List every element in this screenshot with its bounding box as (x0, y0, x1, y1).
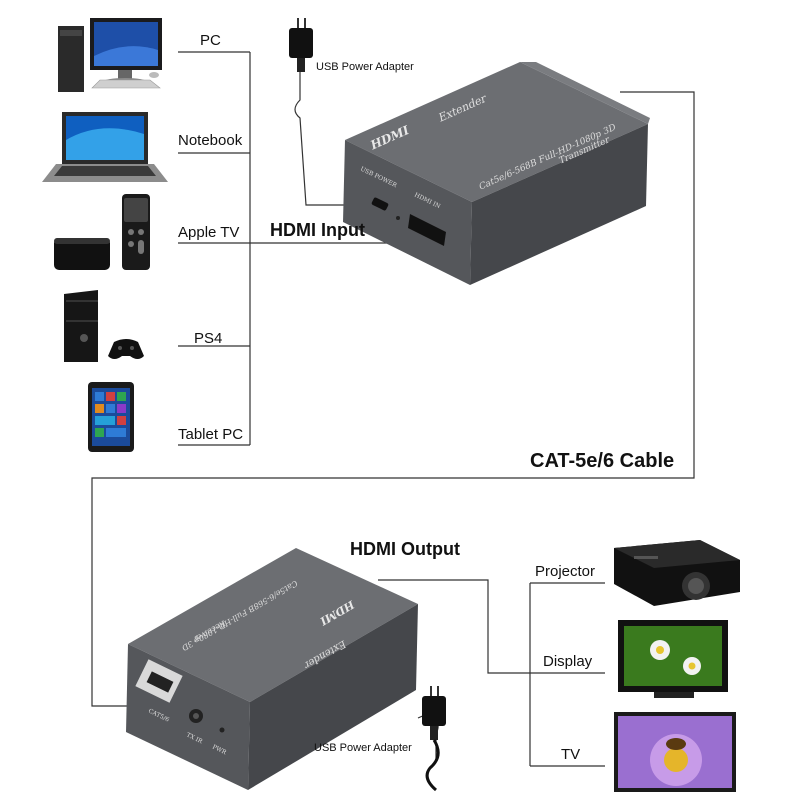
apple-tv-icon (54, 194, 150, 270)
usb-power-adapter-top-icon (289, 18, 313, 72)
source-label-ps4: PS4 (194, 330, 223, 347)
tablet-icon (88, 382, 134, 452)
cable-label: CAT-5e/6 Cable (530, 450, 675, 472)
usb-adapter-bottom-label: USB Power Adapter (314, 742, 412, 754)
usb-power-port-icon (371, 197, 389, 211)
ps4-icon (64, 290, 144, 362)
notebook-icon (42, 112, 168, 182)
source-label-notebook: Notebook (178, 132, 243, 149)
source-label-pc: PC (200, 32, 221, 49)
display-icon (618, 620, 728, 698)
output-label-tv: TV (561, 746, 581, 763)
usb-power-adapter-bottom-icon (422, 686, 446, 792)
source-label-tablet-pc: Tablet PC (178, 426, 244, 443)
pc-icon (58, 18, 162, 92)
projector-icon (614, 540, 740, 606)
usb-adapter-top-label: USB Power Adapter (316, 61, 414, 73)
output-label-projector: Projector (535, 563, 596, 580)
output-label-display: Display (543, 653, 593, 670)
hdmi-input-label: HDMI Input (270, 220, 365, 240)
hdmi-in-port-icon (408, 214, 446, 246)
tv-icon (614, 712, 736, 792)
hdmi-output-label: HDMI Output (350, 539, 460, 559)
source-label-apple-tv: Apple TV (178, 224, 240, 241)
